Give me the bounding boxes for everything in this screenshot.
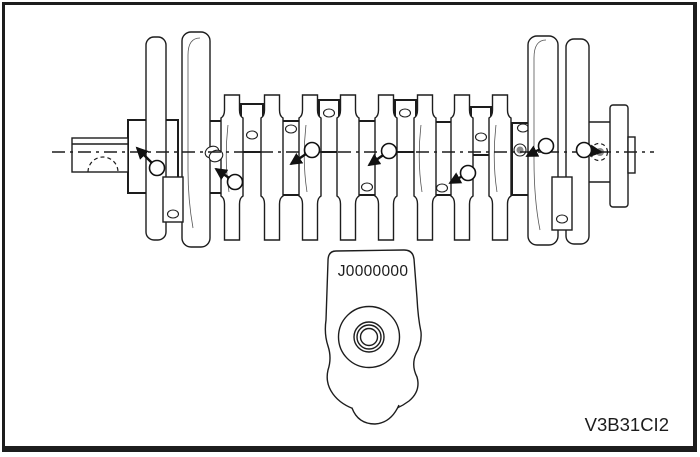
crank-snout — [71, 137, 129, 173]
crank-rear-flange — [609, 104, 636, 208]
oil-hole-arrow-6 — [525, 137, 555, 158]
oil-hole-arrow-7 — [575, 141, 603, 159]
keyway-dashed-arc — [87, 156, 119, 173]
oil-hole-arrow-1 — [135, 146, 166, 177]
figure-code-label: V3B31CI2 — [585, 414, 669, 435]
tool-drawing: J0000000 — [324, 249, 422, 425]
tool-label: J0000000 — [338, 263, 409, 280]
crank-lower-block-rear — [551, 176, 573, 231]
oil-passage-marks — [245, 108, 530, 193]
oil-hole-callout-arrows — [135, 137, 603, 191]
tool-hub-rings — [337, 305, 401, 369]
oil-hole-arrow-5 — [448, 164, 477, 185]
oil-hole-arrow-3 — [289, 141, 321, 166]
crank-lower-block-front — [162, 176, 184, 223]
tool-foot-arc — [351, 404, 400, 425]
oil-hole-arrow-4 — [367, 142, 398, 167]
oil-hole-arrow-2 — [214, 167, 244, 191]
